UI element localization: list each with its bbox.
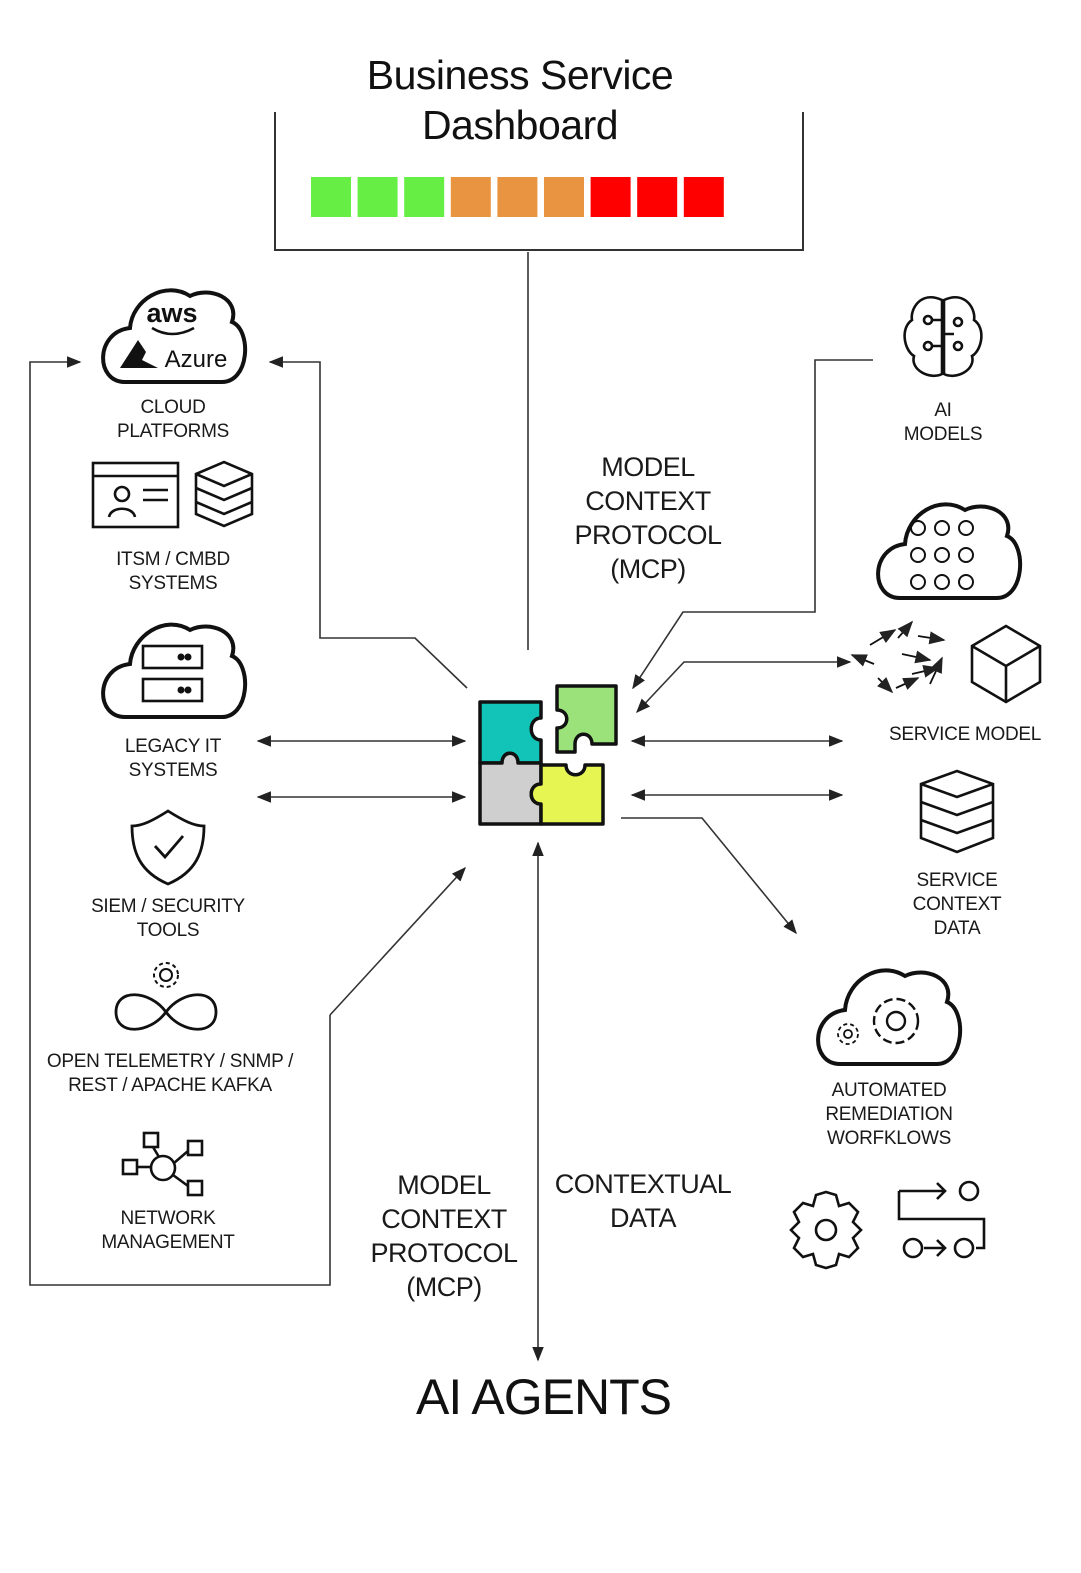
mcp-bottom-label-line4: (MCP) bbox=[406, 1272, 482, 1302]
puzzle-piece-lime bbox=[529, 763, 605, 826]
infinity-gear-icon bbox=[114, 962, 218, 1031]
status-bar bbox=[311, 177, 724, 217]
azure-logo-icon bbox=[120, 340, 158, 368]
scatter-arrows-icon bbox=[850, 620, 946, 694]
network-label: NETWORK MANAGEMENT bbox=[68, 1207, 268, 1255]
dashboard-title: Business Service Dashboard bbox=[330, 50, 710, 150]
legacy-server-cloud-icon bbox=[101, 622, 248, 720]
network-label-line2: MANAGEMENT bbox=[101, 1232, 235, 1253]
status-segment bbox=[683, 177, 724, 217]
status-segment bbox=[311, 177, 351, 217]
gear-icon bbox=[789, 1190, 863, 1270]
service-context-label-line1: SERVICE bbox=[916, 870, 998, 891]
remediation-label-line1: AUTOMATED bbox=[831, 1080, 947, 1101]
dashboard-title-line1: Business Service bbox=[366, 52, 674, 98]
remediation-label-line2: REMEDIATION bbox=[825, 1104, 953, 1125]
remediation-gear-cloud-icon bbox=[816, 968, 963, 1067]
cloud-connector bbox=[268, 356, 468, 689]
mcp-bottom-label-line1: MODEL bbox=[397, 1170, 491, 1200]
telemetry-label-line2: REST / APACHE KAFKA bbox=[68, 1075, 272, 1096]
cloud-platforms-label-line1: CLOUD bbox=[140, 397, 206, 418]
puzzle-piece-green bbox=[555, 684, 618, 754]
ai-agents-title: AI AGENTS bbox=[416, 1369, 672, 1425]
dashboard-frame bbox=[274, 112, 804, 251]
service-context-label: SERVICE CONTEXT DATA bbox=[877, 869, 1037, 941]
database-icon bbox=[194, 460, 254, 528]
cube-icon bbox=[970, 624, 1042, 704]
siem-label: SIEM / SECURITY TOOLS bbox=[68, 895, 268, 943]
itsm-card-icon bbox=[91, 461, 180, 529]
cloud-platforms-label: CLOUD PLATFORMS bbox=[73, 396, 273, 444]
legacy-label-line1: LEGACY IT bbox=[124, 736, 222, 757]
itsm-label: ITSM / CMBD SYSTEMS bbox=[73, 548, 273, 596]
telemetry-label-line1: OPEN TELEMETRY / SNMP / bbox=[46, 1051, 294, 1072]
mcp-top-label-line3: PROTOCOL bbox=[574, 520, 722, 550]
service-model-connector bbox=[636, 656, 852, 714]
siem-label-line2: TOOLS bbox=[136, 920, 200, 941]
itsm-label-line2: SYSTEMS bbox=[128, 573, 218, 594]
ai-models-label-line1: AI bbox=[934, 400, 952, 421]
azure-logo-text: Azure bbox=[165, 346, 228, 373]
workflow-icon bbox=[897, 1180, 986, 1259]
status-segment bbox=[544, 177, 584, 217]
legacy-label-line2: SYSTEMS bbox=[128, 760, 218, 781]
telemetry-connector bbox=[329, 866, 466, 1016]
shield-icon bbox=[130, 809, 206, 886]
telemetry-label: OPEN TELEMETRY / SNMP / REST / APACHE KA… bbox=[30, 1050, 310, 1098]
service-context-label-line2: CONTEXT bbox=[912, 894, 1002, 915]
ai-models-label: AI MODELS bbox=[863, 399, 1023, 447]
ai-brain-icon bbox=[903, 296, 983, 377]
siem-label-line1: SIEM / SECURITY bbox=[91, 896, 245, 917]
status-segment bbox=[450, 177, 491, 217]
network-hub-icon bbox=[121, 1131, 204, 1197]
left-bracket-connector bbox=[29, 356, 331, 1286]
mcp-bottom-label-line2: CONTEXT bbox=[381, 1204, 507, 1234]
aws-smile-icon bbox=[151, 326, 195, 336]
dashboard-title-line2: Dashboard bbox=[421, 102, 619, 148]
contextual-data-label-line1: CONTEXTUAL bbox=[554, 1169, 732, 1199]
status-segment bbox=[404, 177, 445, 217]
status-segment bbox=[497, 177, 538, 217]
legacy-label: LEGACY IT SYSTEMS bbox=[73, 735, 273, 783]
mcp-top-label-line4: (MCP) bbox=[610, 554, 686, 584]
status-segment bbox=[357, 177, 398, 217]
mcp-bottom-label: MODEL CONTEXT PROTOCOL (MCP) bbox=[344, 1168, 544, 1304]
remediation-label-line3: WORFKLOWS bbox=[827, 1128, 951, 1149]
status-segment bbox=[590, 177, 631, 217]
mcp-bottom-label-line3: PROTOCOL bbox=[370, 1238, 518, 1268]
cloud-platforms-label-line2: PLATFORMS bbox=[116, 421, 229, 442]
mcp-puzzle-icon bbox=[478, 684, 618, 826]
service-model-label: SERVICE MODEL bbox=[875, 723, 1055, 747]
mcp-top-label-line1: MODEL bbox=[601, 452, 695, 482]
mcp-top-label: MODEL CONTEXT PROTOCOL (MCP) bbox=[548, 450, 748, 586]
contextual-data-label: CONTEXTUAL DATA bbox=[543, 1167, 743, 1235]
network-label-line1: NETWORK bbox=[120, 1208, 216, 1229]
neural-cloud-icon bbox=[876, 502, 1023, 601]
aws-logo-text: aws bbox=[146, 298, 197, 328]
service-context-database-icon bbox=[919, 769, 995, 854]
remediation-label: AUTOMATED REMEDIATION WORFKLOWS bbox=[799, 1079, 979, 1151]
mcp-top-label-line2: CONTEXT bbox=[585, 486, 711, 516]
remediation-connector bbox=[621, 817, 797, 935]
status-segment bbox=[637, 177, 678, 217]
contextual-data-label-line2: DATA bbox=[609, 1203, 677, 1233]
ai-models-connector bbox=[632, 359, 873, 690]
ai-models-label-line2: MODELS bbox=[903, 424, 983, 445]
service-context-label-line3: DATA bbox=[933, 918, 981, 939]
itsm-label-line1: ITSM / CMBD bbox=[116, 549, 230, 570]
connector-lines bbox=[29, 252, 873, 1362]
service-model-label-line1: SERVICE MODEL bbox=[888, 724, 1041, 745]
